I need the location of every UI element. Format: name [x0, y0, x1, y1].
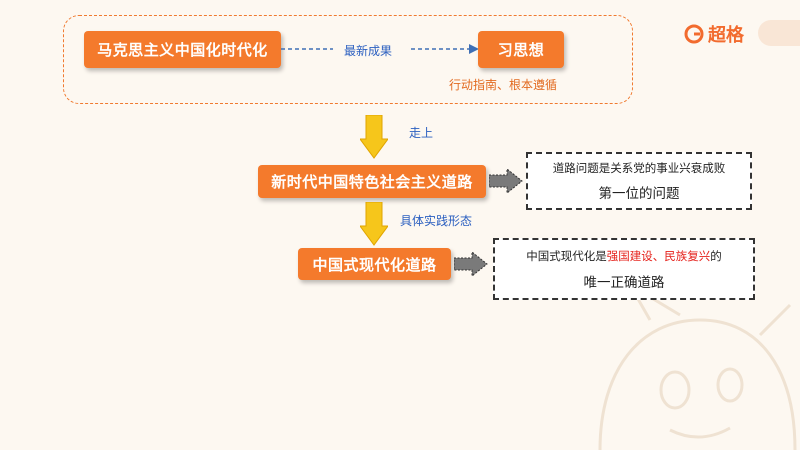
edge-label-latest-result: 最新成果 — [344, 44, 393, 58]
down-arrow-concrete-form — [360, 202, 388, 246]
modern-note-suffix: 的 — [710, 248, 722, 263]
edge-label-concrete-form: 具体实践形态 — [400, 214, 473, 228]
modern-note-highlight: 强国建设、民族复兴 — [606, 248, 711, 263]
arrow-latest-result — [281, 44, 479, 54]
road-note-line1: 道路问题是关系党的事业兴衰成败 — [552, 161, 726, 175]
modern-note-line1: 中国式现代化是强国建设、民族复兴的 — [526, 248, 722, 264]
modern-note-line2: 唯一正确道路 — [583, 274, 665, 291]
xi-thought-note: 行动指南、根本遵循 — [449, 78, 558, 92]
top-group-frame — [63, 15, 633, 104]
edge-label-go-up: 走上 — [409, 126, 434, 140]
brand-name: 超格 — [708, 25, 744, 46]
road-note-box: 道路问题是关系党的事业兴衰成败 第一位的问题 — [526, 152, 752, 210]
node-modernization-road: 中国式现代化道路 — [298, 248, 451, 280]
node-marxism: 马克思主义中国化时代化 — [84, 31, 281, 68]
modern-note-prefix: 中国式现代化是 — [526, 248, 607, 263]
road-note-line2: 第一位的问题 — [598, 186, 680, 202]
g-logo-icon — [684, 24, 704, 44]
down-arrow-go-up — [360, 115, 388, 159]
modern-note-box: 中国式现代化是强国建设、民族复兴的 唯一正确道路 — [493, 238, 755, 300]
node-xi-thought: 习思想 — [478, 31, 564, 68]
node-socialism-road: 新时代中国特色社会主义道路 — [258, 165, 486, 198]
brand-logo: 超格 — [684, 21, 744, 47]
mascot-watermark — [598, 280, 797, 450]
right-arrow-road-note — [489, 169, 523, 193]
right-arrow-modern-note — [454, 252, 488, 276]
brand-pill — [758, 20, 800, 46]
